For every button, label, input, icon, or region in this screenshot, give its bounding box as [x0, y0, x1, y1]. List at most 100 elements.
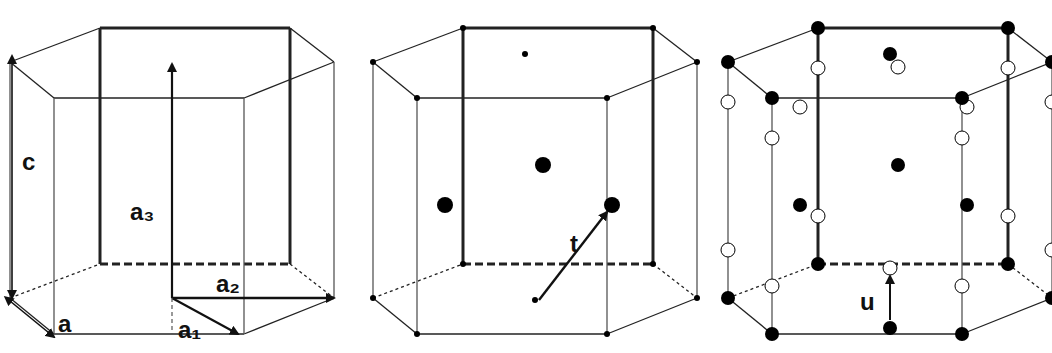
- bottom-back-edge: [10, 264, 100, 298]
- filled-atom: [955, 91, 969, 105]
- vector-label: a₂: [214, 272, 242, 296]
- open-atom: [721, 95, 735, 109]
- top-hexagon-edge: [728, 62, 772, 98]
- bottom-front-edge: [962, 298, 1052, 334]
- filled-atom: [604, 197, 620, 213]
- open-atom: [955, 131, 969, 145]
- top-hexagon-edge: [653, 28, 697, 62]
- top-hexagon-edge: [373, 62, 417, 98]
- filled-atom: [414, 331, 420, 337]
- vector-label: a₁: [176, 318, 203, 342]
- bottom-front-edge: [772, 333, 962, 334]
- top-hexagon-edge: [1008, 28, 1052, 62]
- filled-atom: [1001, 21, 1015, 35]
- bottom-front-edge: [728, 298, 772, 334]
- a1-guide: [171, 298, 172, 334]
- a3-vector: [171, 64, 173, 298]
- vector-label: u: [858, 290, 877, 314]
- filled-atom: [960, 198, 974, 212]
- vertical-edge: [9, 62, 10, 298]
- back-vertical-edge: [289, 28, 292, 264]
- filled-atom: [1045, 55, 1052, 69]
- bottom-front-edge: [417, 333, 607, 334]
- bottom-back-edge: [728, 264, 818, 298]
- top-hexagon-edge: [772, 97, 962, 98]
- vector-label: a: [56, 312, 73, 336]
- vertical-edge: [372, 62, 373, 298]
- filled-atom: [793, 198, 807, 212]
- filled-atom: [811, 257, 825, 271]
- filled-atom: [414, 95, 420, 101]
- c-dimension-arrow: [11, 62, 13, 298]
- filled-atom: [721, 55, 735, 69]
- bottom-back-edge: [653, 264, 697, 298]
- top-hexagon-edge: [463, 27, 653, 28]
- filled-atom: [1001, 257, 1015, 271]
- filled-atom: [604, 331, 610, 337]
- bottom-back-edge: [290, 264, 334, 298]
- filled-atom: [765, 91, 779, 105]
- vertical-edge: [416, 98, 417, 334]
- filled-atom: [532, 297, 538, 303]
- open-atom: [793, 100, 807, 114]
- vertical-edge: [53, 98, 54, 334]
- top-hexagon-edge: [54, 97, 244, 98]
- top-hexagon-edge: [373, 28, 463, 62]
- vector-label: t: [568, 232, 580, 256]
- open-atom: [1001, 209, 1015, 223]
- vertical-edge: [333, 62, 334, 298]
- top-hexagon-edge: [417, 97, 607, 98]
- open-atom: [811, 61, 825, 75]
- bottom-back-edge: [100, 263, 290, 266]
- vector-label: c: [20, 150, 37, 174]
- vector-label: a₃: [128, 200, 156, 224]
- a2-vector: [172, 297, 334, 300]
- open-atom: [721, 243, 735, 257]
- filled-atom: [694, 295, 700, 301]
- top-hexagon-edge: [10, 28, 100, 62]
- back-vertical-edge: [652, 28, 655, 264]
- bottom-front-edge: [10, 298, 54, 334]
- top-back-edge: [100, 27, 290, 30]
- filled-atom: [650, 261, 656, 267]
- t-vector: [539, 212, 607, 300]
- filled-atom: [694, 59, 700, 65]
- open-atom: [1045, 243, 1052, 257]
- open-atom: [891, 60, 905, 74]
- u-vector: [889, 276, 891, 320]
- bottom-front-edge: [373, 298, 417, 334]
- filled-atom: [1045, 291, 1052, 305]
- filled-atom: [522, 51, 528, 57]
- bottom-front-edge: [607, 298, 697, 334]
- filled-atom: [955, 327, 969, 341]
- filled-atom: [370, 59, 376, 65]
- filled-atom: [460, 261, 466, 267]
- open-atom: [765, 131, 779, 145]
- bottom-back-edge: [463, 263, 653, 266]
- filled-atom: [811, 21, 825, 35]
- open-atom: [765, 279, 779, 293]
- back-vertical-edge: [462, 28, 465, 264]
- top-back-edge: [818, 27, 1008, 30]
- filled-atom: [765, 327, 779, 341]
- top-hexagon-edge: [728, 28, 818, 62]
- filled-atom: [650, 25, 656, 31]
- bottom-back-edge: [1008, 264, 1052, 298]
- open-atom: [811, 209, 825, 223]
- open-atom: [955, 279, 969, 293]
- filled-atom: [535, 157, 551, 173]
- bottom-front-edge: [244, 298, 334, 334]
- top-back-edge: [463, 27, 653, 30]
- top-hexagon-edge: [818, 27, 1008, 28]
- filled-atom: [437, 197, 453, 213]
- filled-atom: [460, 25, 466, 31]
- top-hexagon-edge: [10, 62, 54, 98]
- filled-atom: [883, 321, 897, 335]
- filled-atom: [721, 291, 735, 305]
- back-vertical-edge: [99, 28, 102, 264]
- filled-atom: [883, 47, 897, 61]
- bottom-back-edge: [818, 263, 1008, 266]
- bottom-back-edge: [373, 264, 463, 298]
